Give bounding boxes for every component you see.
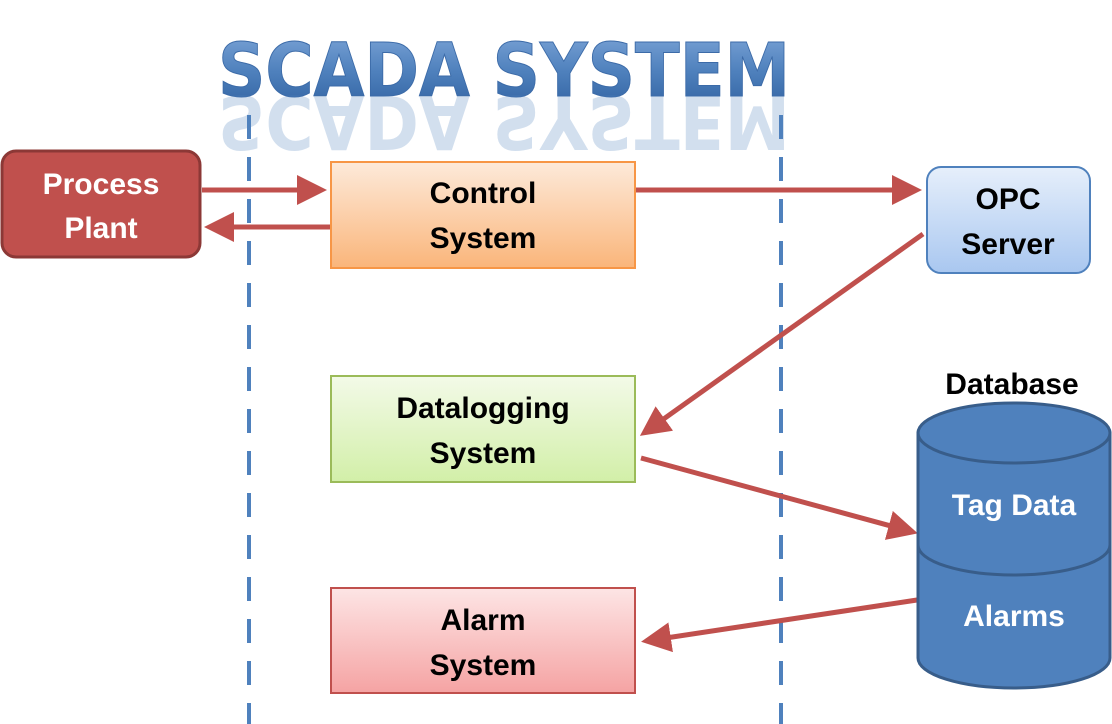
diagram-title: SCADA SYSTEM xyxy=(218,28,790,114)
diagram-title-reflection: SCADA SYSTEM xyxy=(218,78,790,164)
alarm-system-label-line2: System xyxy=(430,649,537,682)
alarm-system-node: Alarm System xyxy=(330,587,636,694)
datalogging-label-line2: System xyxy=(430,437,537,470)
control-system-label-line2: System xyxy=(430,222,537,255)
alarm-system-label-line1: Alarm xyxy=(440,604,525,637)
datalogging-label-line1: Datalogging xyxy=(396,392,569,425)
arrow-opc-to-datalogging xyxy=(639,231,925,436)
database-node: Database Tag Data Alarms xyxy=(916,368,1112,690)
arrow-database-to-alarm xyxy=(641,597,918,653)
opc-server-label-line1: OPC xyxy=(975,183,1040,216)
database-tag-data-label: Tag Data xyxy=(952,489,1077,522)
control-system-node: Control System xyxy=(330,161,636,269)
arrows xyxy=(202,175,925,653)
process-plant-label-line2: Plant xyxy=(64,212,137,245)
database-label: Database xyxy=(945,368,1078,401)
opc-server-label-line2: Server xyxy=(961,228,1055,261)
process-plant-node: Process Plant xyxy=(0,149,202,259)
arrow-datalogging-to-database xyxy=(640,455,918,540)
datalogging-system-node: Datalogging System xyxy=(330,375,636,483)
process-plant-label-line1: Process xyxy=(43,168,160,201)
control-system-label-line1: Control xyxy=(430,177,537,210)
database-alarms-label: Alarms xyxy=(963,600,1065,633)
opc-server-node: OPC Server xyxy=(926,166,1091,274)
